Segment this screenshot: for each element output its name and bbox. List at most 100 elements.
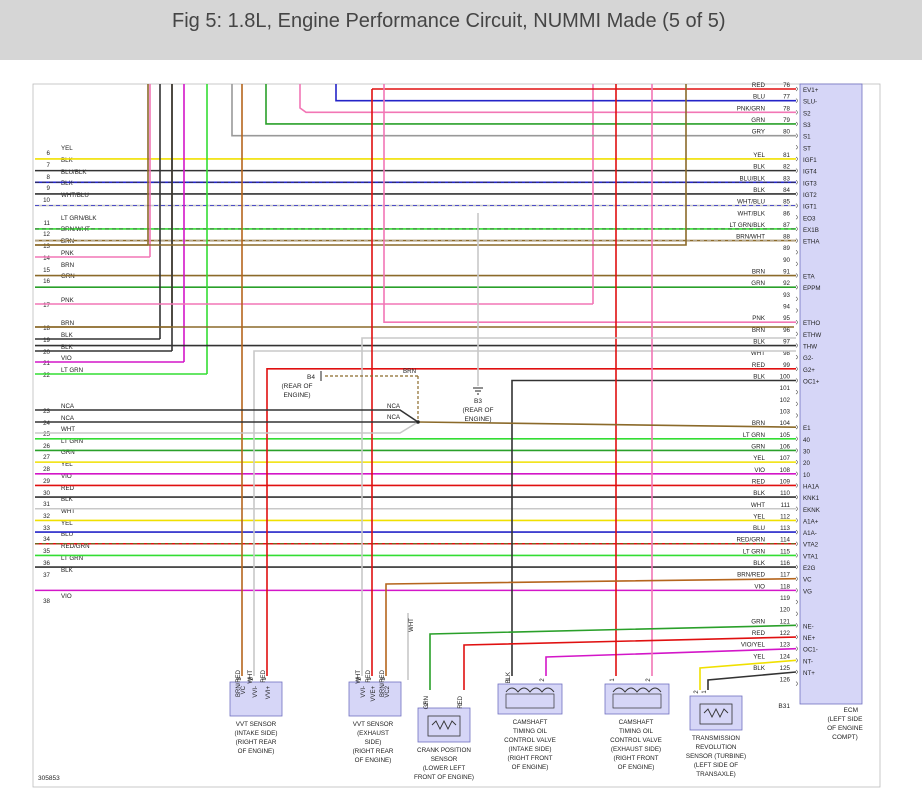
left-row-number: 20 [43,349,50,356]
ecm-pin-number: 117 [780,572,790,579]
left-wire-label: WHT [61,508,75,515]
wire-pin-95 [383,84,796,324]
left-row-number: 10 [43,197,50,204]
wire-pin-104 [417,421,797,428]
component-wire-label: BRN/RED [380,669,386,697]
ecm-pin-number: 102 [780,397,791,404]
ecm-pin-name: EV1+ [803,87,819,94]
left-row-number: 33 [43,525,50,532]
pin-connector [795,354,798,360]
ecm-pin-number: 86 [783,210,790,217]
ecm-pin-number: 112 [780,513,790,520]
pin-connector [795,296,798,302]
left-wire-label: BRN [61,320,74,327]
pin-connector [795,623,798,628]
pin-connector [795,110,798,115]
ecm-label: ECM [844,707,858,714]
junction-wire-label: BRN [403,368,416,375]
figure-number: 305853 [38,775,60,782]
pin-connector [795,261,798,267]
ecm-pin-number: 116 [780,560,790,567]
ecm-pin-name: S1 [803,134,811,141]
ecm-pin-name: ETHO [803,320,820,327]
ecm-pin-name: IGT2 [803,192,817,199]
component-wire-label: RED [366,669,372,682]
left-wire-label: GRN [61,273,75,280]
pin-connector [795,564,798,570]
left-wire-label: BLU [61,531,73,538]
figure-header: Fig 5: 1.8L, Engine Performance Circuit,… [0,0,922,60]
component-title-line: OF ENGINE) [238,748,275,755]
ecm-pin-number: 124 [780,653,791,660]
pin-connector [795,203,798,208]
component-wire-label: GRN [424,696,430,709]
component-pin-number: 2 [694,690,700,694]
component-body [417,707,471,743]
left-row-number: 25 [43,431,50,438]
ecm-pin-number: 120 [780,607,791,614]
left-wire-label: VIO [61,473,72,480]
left-row-number: 6 [47,150,51,157]
ecm-pin-number: 119 [780,595,790,602]
ecm-pin-number: 111 [781,502,791,509]
component-wire-label: BLK [506,672,512,683]
left-row-number: 8 [47,174,51,181]
ecm-wire-label: BLK [753,164,766,171]
ecm-wire-label: WHT [751,502,765,509]
left-wire-label: RED [61,485,75,492]
pin-connector [795,669,798,675]
component-pin-number: 1 [506,678,512,682]
wire-pin-122 [463,636,797,690]
ecm-pin-name: A1A+ [803,518,819,525]
component-title-line: (INTAKE SIDE) [509,746,552,753]
component-title-line: TRANSAXLE) [696,771,736,778]
diagram-frame [32,83,881,788]
ground-b3-symbol [473,387,483,395]
component-pin-number: 2 [249,677,255,681]
left-row-number: 12 [43,231,50,238]
ecm-pins: EV1+76REDSLU-77BLUS278PNK/GRNS379GRNS180… [729,82,821,686]
ecm-pin-number: 82 [783,164,790,171]
solenoid-symbol [505,687,555,693]
ecm-pin-number: 90 [783,257,790,264]
ecm-pin-number: 105 [780,432,791,439]
left-row-number: 37 [43,572,50,579]
ecm-pin-name: KNK1 [803,495,820,502]
component-pin-number: 2 [357,677,363,681]
ecm-pin-name: SLU- [803,99,817,106]
ecm-pin-name: ETA [803,274,815,281]
ecm-wire-label: GRY [752,129,765,136]
pin-connector [795,86,798,92]
pin-connector [795,133,798,138]
left-wire-label: LT GRN [61,367,83,374]
ecm-wire-label: BLK [753,374,766,381]
component-title-line: (RIGHT FRONT [507,755,552,762]
ground-b3-location: ENGINE) [464,416,491,423]
component-title-line: FRONT OF ENGINE) [414,774,474,781]
wire-wht-25 [35,421,419,434]
left-row-number: 27 [43,454,50,461]
left-row-number: 32 [43,513,50,520]
left-wire-label: LT GRN [61,555,83,562]
left-wire-label: PNK [61,250,75,257]
left-wire-label: BLK [61,567,74,574]
ecm-wire-label: RED [752,82,766,89]
wire-pin-121 [429,624,797,690]
ecm-pin-name: S3 [803,122,811,129]
component-body [348,681,402,717]
ecm-pin-number: 78 [783,105,790,112]
ecm-wire-label: RED/GRN [736,537,765,544]
component-title-line: (LOWER LEFT [423,765,465,772]
pin-connector [795,401,798,407]
pin-connector [795,576,798,581]
ecm-wire-label: PNK [752,315,766,322]
component-title-line: CONTROL VALVE [610,737,662,744]
component-pin-number: 1 [367,677,373,681]
ecm-wire-label: BLK [753,339,766,346]
ecm-pin-name: S2 [803,110,811,117]
